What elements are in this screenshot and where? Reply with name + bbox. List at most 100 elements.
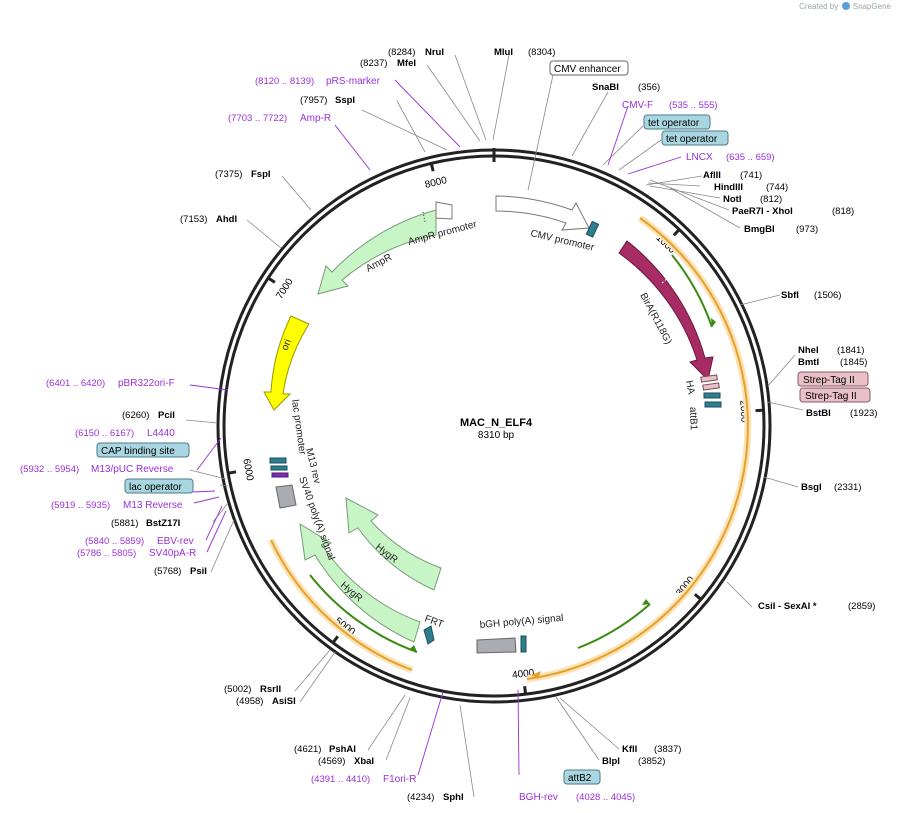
site-name: BstBI: [806, 408, 831, 419]
site-name: MfeI: [397, 58, 416, 69]
bp-tick: [672, 228, 681, 237]
primer-name: L4440: [147, 428, 175, 439]
hygr-arrow-1: [345, 497, 442, 591]
ori-arrow: [263, 315, 310, 411]
site-name: SphI: [443, 792, 464, 803]
primer-pos: (4028 .. 4045): [576, 792, 635, 803]
site-name: BsgI: [801, 482, 822, 493]
site-pos: (3837): [654, 744, 681, 755]
site-name: BstZ17I: [146, 518, 180, 529]
feature-label-ha: HA: [683, 380, 696, 396]
site-pos: (5768): [154, 566, 181, 577]
bp-tick: [227, 470, 237, 475]
feature-label-ori: ori: [280, 338, 294, 352]
feature-label-attB1: attB1: [687, 407, 699, 431]
primer-pos: (4391 .. 4410): [311, 774, 370, 785]
site-name: NheI: [798, 345, 819, 356]
site-pos: (744): [766, 182, 788, 193]
hygr-arrow-2: [299, 523, 421, 643]
bp-tick: [267, 276, 276, 284]
primer-lines: [189, 79, 682, 776]
site-pos: (4234): [407, 792, 434, 803]
primer-name: EBV-rev: [157, 536, 194, 547]
site-pos: (4621): [294, 744, 321, 755]
site-pos: (7153): [180, 214, 207, 225]
site-pos: (4569): [318, 756, 345, 767]
snapgene-credit: Created by SnapGene: [799, 2, 891, 11]
site-pos: (812): [760, 194, 782, 205]
site-pos: (4958): [236, 696, 263, 707]
site-name: AhdI: [216, 214, 237, 225]
site-name: BmgBI: [744, 224, 775, 235]
snapgene-logo-icon: [841, 2, 850, 10]
bp-tick: [429, 163, 435, 172]
primer-pos: (535 .. 555): [669, 100, 718, 111]
plasmid-name: MAC_N_ELF4: [460, 417, 533, 429]
bp-tick-label: 6000: [240, 458, 255, 482]
site-name: KflI: [622, 744, 637, 755]
primer-name: Amp-R: [300, 113, 331, 124]
feature-label-bgh-polya: bGH poly(A) signal: [479, 613, 564, 631]
bp-tick-label: 8000: [424, 175, 449, 191]
site-pos: (741): [740, 170, 762, 181]
primer-pos: (6401 .. 6420): [46, 378, 105, 389]
site-pos: (5002): [224, 684, 251, 695]
site-name: SspI: [335, 95, 355, 106]
site-name: HindIII: [714, 182, 743, 193]
credit-prefix: Created by: [799, 2, 839, 11]
site-pos: (8304): [528, 47, 555, 58]
site-pos: (6260): [122, 410, 149, 421]
site-pos: (2859): [848, 601, 875, 612]
primer-pos: (6150 .. 6167): [75, 428, 134, 439]
primer-pos: (5919 .. 5935): [51, 500, 110, 511]
site-pos: (1845): [840, 357, 867, 368]
site-pos: (1923): [850, 408, 877, 419]
boxed-labels: CMV enhancer tet operator tet operator S…: [96, 60, 871, 785]
site-name: AsiSI: [272, 696, 296, 707]
bgh-polya: [476, 637, 517, 654]
lac-operator-label: lac operator: [129, 482, 182, 493]
primer-name: M13/pUC Reverse: [91, 464, 174, 475]
site-pos: (973): [796, 224, 818, 235]
site-name: CsiI - SexAI *: [758, 601, 817, 612]
ampr-arrow: [317, 209, 437, 295]
primer-pos: (5932 .. 5954): [20, 464, 79, 475]
site-name: PsiI: [190, 566, 207, 577]
site-pos: (8237): [360, 58, 387, 69]
cmv-promoter-arrow: [495, 195, 590, 231]
primer-pos: (5840 .. 5859): [85, 536, 144, 547]
site-pos: (8284): [388, 47, 415, 58]
site-pos: (7375): [215, 169, 242, 180]
cmv-enhancer-label: CMV enhancer: [554, 64, 621, 75]
site-name: SbfI: [781, 290, 799, 301]
primer-pos: (8120 .. 8139): [255, 76, 314, 87]
bp-tick: [693, 593, 702, 601]
attB2-label: attB2: [568, 773, 592, 784]
primer-name: pRS-marker: [326, 76, 381, 87]
primer-pos: (635 .. 659): [726, 152, 775, 163]
site-pos: (7957): [300, 95, 327, 106]
primer-name: BGH-rev: [519, 792, 558, 803]
primer-name: F1ori-R: [383, 774, 416, 785]
credit-brand: SnapGene: [852, 2, 891, 11]
site-pos: (1841): [837, 345, 864, 356]
site-pos: (818): [832, 206, 854, 217]
strep-tag-label-1: Strep-Tag II: [803, 375, 855, 386]
site-labels: (8284) NruI MluI (8304) (8237) MfeI (812…: [20, 47, 877, 803]
cap-binding-site-label: CAP binding site: [101, 446, 175, 457]
site-pos: (3852): [638, 756, 665, 767]
orf-lines: [267, 215, 752, 683]
strep-tag-label-2: Strep-Tag II: [805, 391, 857, 402]
leader-lines: [185, 54, 804, 798]
tet-operator-label-2: tet operator: [666, 134, 718, 145]
site-name: PshAI: [329, 744, 356, 755]
primer-name: pBR322ori-F: [118, 378, 175, 389]
site-pos: (5881): [111, 518, 138, 529]
feature-label-frt: FRT: [423, 613, 445, 630]
site-name: XbaI: [354, 756, 374, 767]
feature-label-cmv-promoter: CMV promoter: [529, 228, 595, 253]
primer-name: CMV-F: [622, 100, 653, 111]
feature-label-lac-promoter: lac promoter: [289, 399, 308, 456]
site-name: BmtI: [798, 357, 819, 368]
tet-operator-label-1: tet operator: [648, 118, 700, 129]
